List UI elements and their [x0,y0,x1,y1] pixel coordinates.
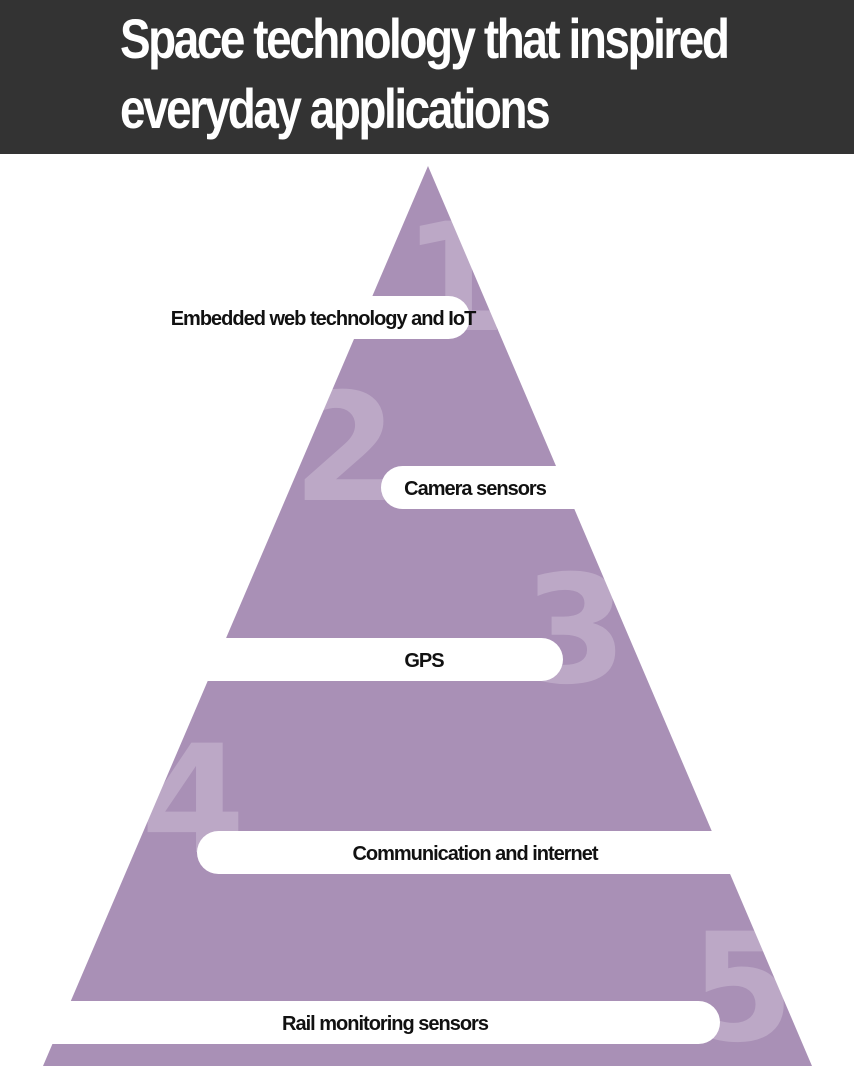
tier-label-pill-3 [170,638,563,681]
tier-5: 5 Rail monitoring sensors [30,902,794,1075]
tier-label-2: Camera sensors [404,478,547,500]
tier-3: 3 GPS [170,544,627,718]
tier-1: 1 Embedded web technology and IoT [130,192,507,366]
header-bar [0,0,854,154]
tier-label-1: Embedded web technology and IoT [171,308,476,330]
tier-number-2: 2 [293,362,397,536]
page-title: Space technology that inspired everyday … [120,4,730,144]
tier-number-3: 3 [523,544,627,718]
tier-number-1: 1 [403,192,507,366]
tier-number-5: 5 [690,902,794,1075]
tier-2: 2 Camera sensors [293,362,681,536]
tier-label-3: GPS [404,650,444,672]
tier-label-4: Communication and internet [352,843,598,865]
tier-label-5: Rail monitoring sensors [282,1013,489,1035]
tier-label-pill-1 [130,296,470,339]
page-title-line-1: Space technology that inspired [120,7,730,70]
tier-label-pill-2 [381,466,681,509]
tier-label-pill-4 [197,831,757,874]
tier-label-pill-5 [30,1001,720,1044]
tier-4: 4 Communication and internet [141,714,757,888]
page-title-line-2: everyday applications [120,77,551,140]
